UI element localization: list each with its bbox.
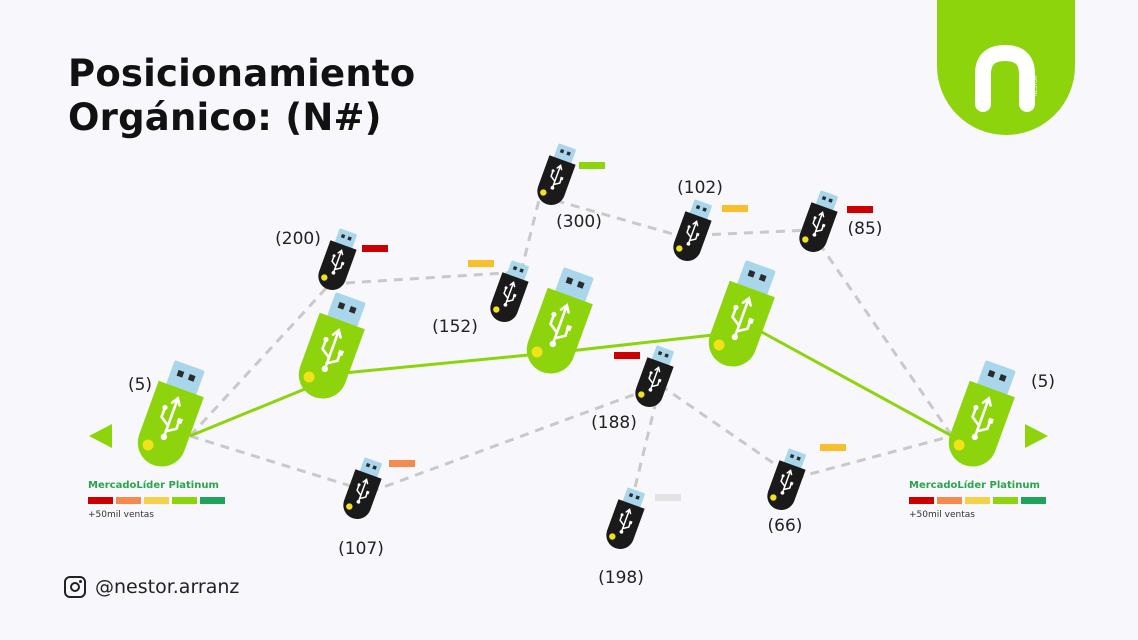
node-label: (107): [338, 539, 384, 559]
usb-black-icon: [343, 457, 382, 519]
usb-black-icon: [606, 487, 645, 549]
usb-black-icon: [799, 190, 838, 252]
node-label: (102): [677, 178, 723, 198]
usb-green-icon: [708, 260, 776, 367]
dashed-edge: [519, 195, 542, 273]
node-label: (188): [591, 413, 637, 433]
usb-black-icon: [537, 143, 576, 205]
reputation-indicator: [847, 206, 873, 213]
reputation-segment-red: [909, 497, 934, 504]
reputation-indicator: [362, 245, 388, 252]
node-label: (200): [275, 229, 321, 249]
usb-nodes: (5) (5) (200) (152) (300) (102) (85) (188) (107)…: [128, 143, 1055, 588]
reputation-segment-yellow: [144, 497, 169, 504]
node-label: (5): [1031, 372, 1055, 392]
reputation-segment-red: [88, 497, 113, 504]
title-line-2: Orgánico: (N#): [68, 96, 382, 139]
logo-n-icon: NESTOR: [975, 44, 1039, 112]
usb-green-icon: [298, 292, 366, 399]
arrow-left-icon: [89, 424, 112, 448]
dashed-edge: [794, 434, 953, 480]
reputation-bar: [909, 497, 1046, 504]
node-label: (66): [768, 516, 803, 536]
handle-text[interactable]: @nestor.arranz: [95, 576, 240, 598]
node-label: (5): [128, 375, 152, 395]
reputation-indicator: [614, 352, 640, 359]
arrow-right-icon: [1025, 424, 1048, 448]
reputation-segment-green: [200, 497, 225, 504]
mercadolider-sales: +50mil ventas: [88, 510, 154, 520]
dashed-edge: [659, 383, 796, 480]
title-line-1: Posicionamiento: [68, 52, 416, 95]
dashed-edge: [329, 270, 522, 286]
usb-black-icon: [767, 448, 806, 510]
node-label: (300): [556, 212, 602, 232]
usb-black-icon: [673, 199, 712, 261]
reputation-indicator: [579, 162, 605, 169]
reputation-indicator: [389, 460, 415, 467]
dashed-edge: [188, 282, 332, 438]
usb-black-icon: [635, 345, 674, 407]
reputation-segment-orange: [937, 497, 962, 504]
reputation-indicator: [820, 444, 846, 451]
usb-green-icon: [948, 360, 1016, 467]
page-title: Posicionamiento Orgánico: (N#): [68, 52, 415, 140]
usb-green-icon: [526, 267, 594, 374]
reputation-indicator: [655, 494, 681, 501]
instagram-handle[interactable]: @nestor.arranz: [64, 576, 239, 598]
logo-side-text: NESTOR: [1033, 75, 1039, 96]
mercadolider-sales: +50mil ventas: [909, 510, 975, 520]
node-label: (198): [598, 568, 644, 588]
reputation-segment-yellow: [965, 497, 990, 504]
usb-black-icon: [490, 260, 529, 322]
reputation-segment-green: [1021, 497, 1046, 504]
node-label: (85): [848, 219, 883, 239]
dashed-edge: [539, 194, 681, 238]
reputation-indicator: [468, 260, 494, 267]
reputation-indicator: [722, 205, 748, 212]
mercadolider-badge-left: MercadoLíder Platinum +50mil ventas: [88, 480, 225, 520]
solid-edge: [757, 328, 953, 438]
usb-green-icon: [137, 360, 205, 467]
reputation-bar: [88, 497, 225, 504]
mercadolider-title: MercadoLíder Platinum: [88, 480, 219, 491]
mercadolider-badge-right: MercadoLíder Platinum +50mil ventas: [909, 480, 1046, 520]
reputation-segment-lightgreen: [993, 497, 1018, 504]
mercadolider-title: MercadoLíder Platinum: [909, 480, 1040, 491]
dashed-edge: [369, 383, 661, 494]
brand-logo: NESTOR: [937, 0, 1075, 135]
reputation-segment-lightgreen: [172, 497, 197, 504]
instagram-icon: [64, 576, 86, 598]
reputation-segment-orange: [116, 497, 141, 504]
dashed-edge: [808, 229, 954, 437]
usb-black-icon: [318, 228, 357, 290]
node-label: (152): [432, 317, 478, 337]
